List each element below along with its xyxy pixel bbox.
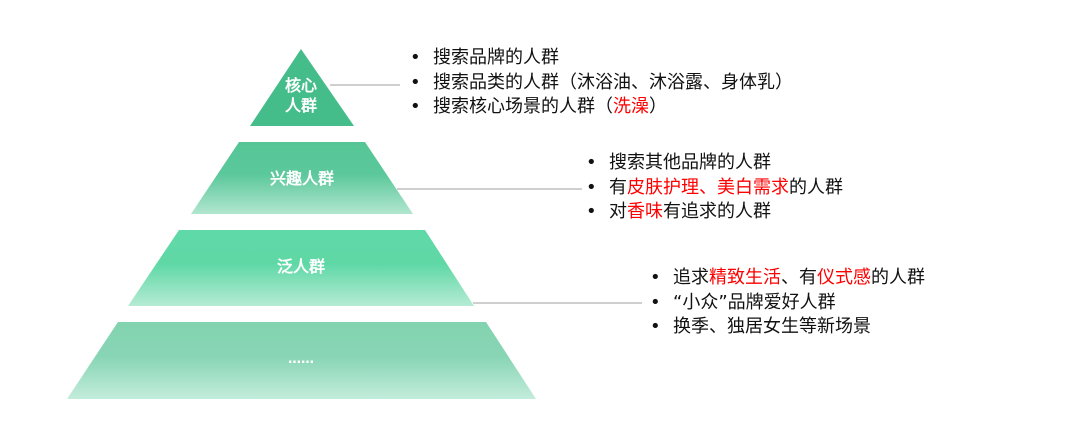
highlighted-text: 皮肤护理、美白需求 [627, 176, 789, 198]
item-text: 对 [609, 201, 627, 222]
highlighted-text: 香味 [627, 201, 663, 222]
list-item: • 有皮肤护理、美白需求的人群 [586, 176, 843, 201]
bullet-icon: • [410, 96, 421, 117]
layer-label-core: 核心 人群 [285, 76, 317, 116]
item-text: 的人群 [871, 267, 925, 288]
bullet-icon: • [586, 176, 597, 198]
bullet-icon: • [586, 152, 597, 173]
layer-label-other: …… [288, 352, 314, 367]
layer-label-interest: 兴趣人群 [269, 169, 335, 188]
list-item: • 对香味有追求的人群 [586, 200, 843, 225]
list-item: • 搜索核心场景的人群（洗澡） [410, 95, 793, 120]
list-item: • “小众”品牌爱好人群 [650, 291, 925, 316]
pyramid-layer-core [250, 49, 354, 126]
item-text: 搜索品牌的人群 [433, 47, 559, 68]
pyramid-layer-broad [128, 230, 474, 306]
bullet-icon: • [650, 291, 661, 313]
broad-description-list: • 追求精致生活、有仪式感的人群 • “小众”品牌爱好人群 • 换季、独居女生等新场景 [650, 266, 925, 340]
item-text: 有 [609, 176, 627, 198]
bullet-icon: • [410, 71, 421, 93]
core-description-list: • 搜索品牌的人群 • 搜索品类的人群（沐浴油、沐浴露、身体乳） • 搜索核心场景的人群（… [410, 46, 793, 120]
list-item: • 换季、独居女生等新场景 [650, 315, 925, 340]
list-item: • 搜索品类的人群（沐浴油、沐浴露、身体乳） [410, 71, 793, 96]
highlighted-text: 精致生活 [709, 267, 781, 288]
item-text: 、有 [781, 267, 817, 288]
list-item: • 搜索品牌的人群 [410, 46, 793, 71]
layer-label-broad: 泛人群 [276, 257, 326, 276]
item-text: 搜索品类的人群（沐浴油、沐浴露、身体乳） [433, 71, 793, 93]
interest-description-list: • 搜索其他品牌的人群 • 有皮肤护理、美白需求的人群 • 对香味有追求的人群 [586, 151, 843, 225]
item-text: ） [649, 96, 667, 117]
pyramid-layer-other [67, 322, 536, 399]
item-text: 的人群 [789, 176, 843, 198]
bullet-icon: • [650, 267, 661, 288]
highlighted-text: 洗澡 [613, 96, 649, 117]
item-text: “小众”品牌爱好人群 [673, 291, 836, 313]
item-text: 有追求的人群 [663, 201, 771, 222]
bullet-icon: • [586, 201, 597, 222]
item-text: 追求 [673, 267, 709, 288]
pyramid-layer-interest [191, 142, 413, 214]
item-text: 搜索其他品牌的人群 [609, 152, 771, 173]
layer-label-line: 人群 [284, 96, 318, 115]
list-item: • 追求精致生活、有仪式感的人群 [650, 266, 925, 291]
layer-label-line: 核心 [284, 76, 318, 95]
item-text: 搜索核心场景的人群（ [433, 96, 613, 117]
list-item: • 搜索其他品牌的人群 [586, 151, 843, 176]
bullet-icon: • [650, 316, 661, 337]
item-text: 换季、独居女生等新场景 [673, 316, 871, 337]
highlighted-text: 仪式感 [817, 267, 871, 288]
bullet-icon: • [410, 47, 421, 68]
